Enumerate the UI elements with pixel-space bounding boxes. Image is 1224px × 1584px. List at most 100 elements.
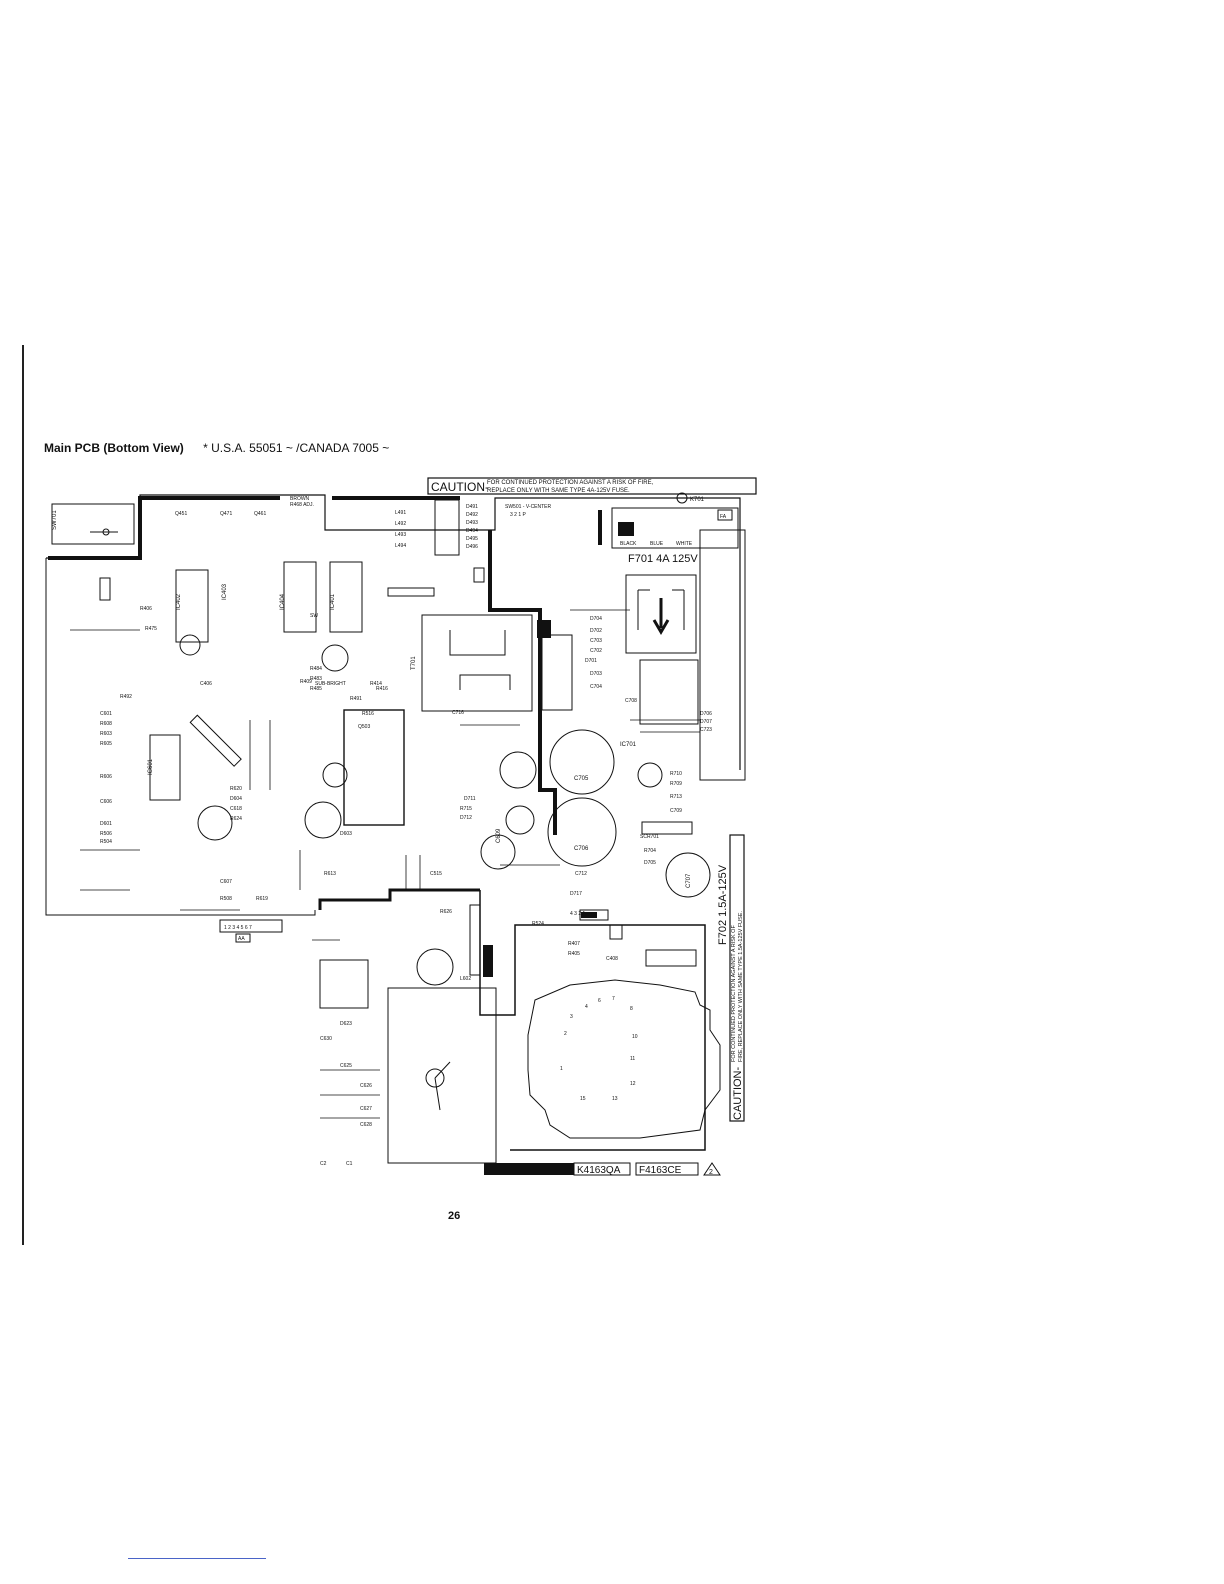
connector-blocks [99,567,623,976]
svg-text:L492: L492 [395,521,406,527]
svg-text:IC401: IC401 [330,593,336,610]
connector-aa-label: AA [238,936,245,942]
diode-cluster-d491: D491 D492 D493 D494 D495 D496 L491 L492 … [290,496,552,556]
svg-text:R516: R516 [362,711,374,717]
svg-text:C712: C712 [575,871,587,877]
svg-text:D496: D496 [466,544,478,550]
svg-text:C708: C708 [625,698,637,704]
svg-text:C723: C723 [700,727,712,733]
board-code-f: F4163CE [639,1165,682,1176]
revision-mark: 2 [709,1169,713,1176]
svg-text:D703: D703 [590,671,602,677]
svg-text:3: 3 [570,1014,573,1020]
svg-text:D494: D494 [466,528,478,534]
svg-text:15: 15 [580,1096,586,1102]
svg-text:R483: R483 [310,676,322,682]
svg-text:D712: D712 [460,815,472,821]
caution-top-line2: REPLACE ONLY WITH SAME TYPE 4A-125V FUSE… [487,488,630,494]
svg-text:D492: D492 [466,512,478,518]
svg-text:D604: D604 [230,796,242,802]
svg-text:D603: D603 [340,831,352,837]
svg-text:R484: R484 [310,666,322,672]
svg-text:C627: C627 [360,1106,372,1112]
svg-text:C515: C515 [430,871,442,877]
svg-text:R624: R624 [230,816,242,822]
svg-text:D704: D704 [590,616,602,622]
svg-text:IC601: IC601 [148,758,154,775]
caution-side-line2: FIRE, REPLACE ONLY WITH SAME TYPE 1.5A-1… [738,911,744,1062]
svg-text:3 2 1 P: 3 2 1 P [510,512,527,518]
caution-top-word: CAUTION- [431,480,489,494]
svg-text:R405: R405 [568,951,580,957]
caution-side-line1: FOR CONTINUED PROTECTION AGAINST A RISK … [731,925,737,1062]
board-outline [45,494,746,1151]
svg-text:SW501 - V-CENTER: SW501 - V-CENTER [505,504,552,510]
transformer-t701: T701 [411,614,533,712]
diagram-header: Main PCB (Bottom View) * U.S.A. 55051 ~ … [44,441,389,455]
diagram-title: Main PCB (Bottom View) [44,441,184,455]
svg-text:IC404: IC404 [280,593,286,610]
svg-text:D623: D623 [340,1021,352,1027]
svg-text:L602: L602 [460,976,471,982]
svg-text:R715: R715 [460,806,472,812]
svg-text:Q503: Q503 [358,724,370,730]
svg-text:C1: C1 [346,1161,353,1167]
svg-text:IC701: IC701 [620,742,637,748]
pcb-layout-diagram: SW701 CAUTION- FOR CONTINUED PROTECTION … [45,477,757,1176]
svg-text:D707: D707 [700,719,712,725]
svg-text:C702: C702 [590,648,602,654]
wire-color-blue: BLUE [650,541,664,547]
transformer-t702 [625,574,699,725]
caution-side-word: CAUTION- [732,1067,744,1121]
svg-text:13: 13 [612,1096,618,1102]
svg-text:R710: R710 [670,771,682,777]
svg-text:1: 1 [560,1066,563,1072]
svg-text:R619: R619 [256,896,268,902]
svg-text:R606: R606 [100,774,112,780]
svg-text:C2: C2 [320,1161,327,1167]
svg-text:C709: C709 [670,808,682,814]
caution-box-top: CAUTION- FOR CONTINUED PROTECTION AGAINS… [427,477,757,495]
svg-text:D705: D705 [644,860,656,866]
board-code-footer: K4163QA F4163CE 2 [484,1162,721,1176]
wire-color-black: BLACK [620,541,637,547]
page-number: 26 [448,1210,461,1222]
svg-text:C628: C628 [360,1122,372,1128]
svg-text:R713: R713 [670,794,682,800]
svg-text:IC402: IC402 [176,593,182,610]
svg-text:4 3 2 1: 4 3 2 1 [570,911,586,917]
svg-text:C609: C609 [496,828,502,843]
svg-text:R409: R409 [300,679,312,685]
svg-text:7: 7 [612,996,615,1002]
svg-text:R468 ADJ.: R468 ADJ. [290,502,314,508]
svg-text:R508: R508 [220,896,232,902]
svg-text:D701: D701 [585,658,597,664]
large-capacitors [179,634,711,986]
svg-text:D491: D491 [466,504,478,510]
svg-text:K701: K701 [690,497,705,503]
svg-text:R626: R626 [440,909,452,915]
svg-text:C705: C705 [574,776,589,782]
svg-text:R613: R613 [324,871,336,877]
svg-text:L491: L491 [395,510,406,516]
power-switch-sw701: SW701 [51,503,135,545]
svg-text:11: 11 [630,1056,635,1062]
svg-text:L494: L494 [395,543,406,549]
svg-text:C706: C706 [574,846,589,852]
svg-text:SW: SW [310,613,318,619]
svg-text:R620: R620 [230,786,242,792]
ground-traces [48,496,602,835]
connector-fills [483,620,597,977]
svg-text:C406: C406 [200,681,212,687]
svg-text:SW701: SW701 [52,510,58,530]
svg-text:BROWN: BROWN [290,496,310,502]
svg-text:4: 4 [585,1004,588,1010]
ic-labels: IC402 IC403 IC404 IC401 IC601 IC701 [148,583,637,775]
svg-text:10: 10 [632,1034,638,1040]
shield-frames [319,634,693,1164]
svg-text:R506: R506 [100,831,112,837]
svg-text:D706: D706 [700,711,712,717]
svg-text:Q451: Q451 [175,511,187,517]
